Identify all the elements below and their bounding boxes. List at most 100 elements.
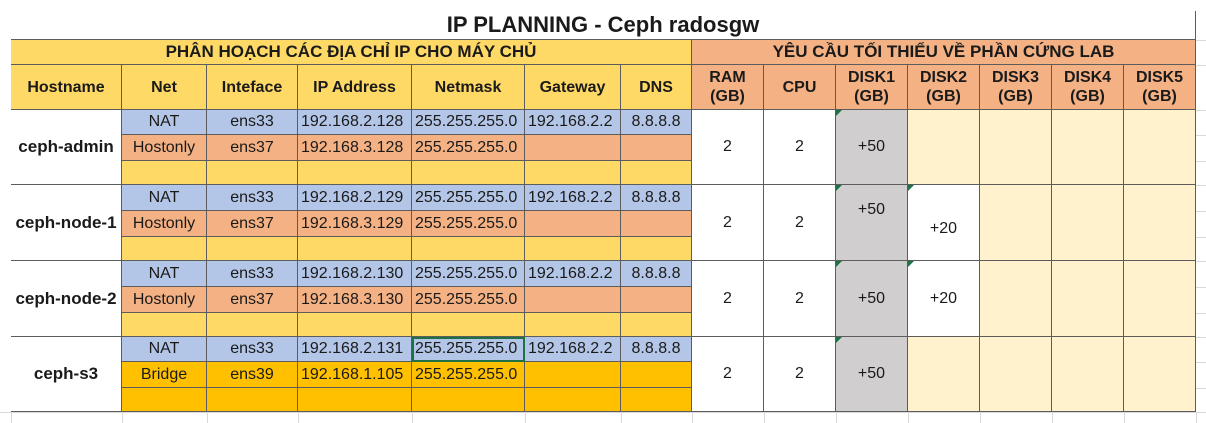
hostname-cell[interactable]: ceph-node-2: [11, 261, 122, 337]
hostname-cell[interactable]: ceph-admin: [11, 110, 122, 185]
disk4-cell[interactable]: [1052, 110, 1124, 185]
dns-cell[interactable]: [621, 211, 692, 237]
gateway-cell[interactable]: [525, 211, 621, 237]
ip-address-cell[interactable]: 192.168.3.128: [298, 135, 412, 161]
header-gateway[interactable]: Gateway: [525, 65, 621, 110]
spacer-cell[interactable]: [621, 388, 692, 412]
spacer-cell[interactable]: [122, 237, 207, 261]
netmask-cell[interactable]: 255.255.255.0: [412, 185, 525, 211]
header-disk2[interactable]: DISK2(GB): [908, 65, 980, 110]
spacer-cell[interactable]: [122, 161, 207, 185]
interface-cell[interactable]: ens33: [207, 337, 298, 362]
spacer-cell[interactable]: [298, 237, 412, 261]
spacer-cell[interactable]: [412, 161, 525, 185]
disk5-cell[interactable]: [1124, 110, 1196, 185]
spacer-cell[interactable]: [298, 161, 412, 185]
disk4-cell[interactable]: [1052, 185, 1124, 261]
ip-address-cell[interactable]: 192.168.3.129: [298, 211, 412, 237]
netmask-cell[interactable]: 255.255.255.0: [412, 135, 525, 161]
spacer-cell[interactable]: [122, 313, 207, 337]
gateway-cell[interactable]: [525, 362, 621, 388]
dns-cell[interactable]: [621, 287, 692, 313]
disk5-cell[interactable]: [1124, 261, 1196, 337]
spacer-cell[interactable]: [207, 237, 298, 261]
gateway-cell[interactable]: 192.168.2.2: [525, 261, 621, 287]
dns-cell[interactable]: 8.8.8.8: [621, 110, 692, 135]
netmask-cell[interactable]: 255.255.255.0: [412, 110, 525, 135]
spacer-cell[interactable]: [525, 388, 621, 412]
hostname-cell[interactable]: ceph-node-1: [11, 185, 122, 261]
cpu-cell[interactable]: 2: [764, 185, 836, 261]
header-ip-address[interactable]: IP Address: [298, 65, 412, 110]
dns-cell[interactable]: 8.8.8.8: [621, 185, 692, 211]
disk2-cell[interactable]: [908, 110, 980, 185]
net-cell[interactable]: Hostonly: [122, 135, 207, 161]
disk5-cell[interactable]: [1124, 185, 1196, 261]
disk1-cell[interactable]: +50: [836, 261, 908, 337]
disk3-cell[interactable]: [980, 185, 1052, 261]
disk3-cell[interactable]: [980, 337, 1052, 412]
disk2-cell[interactable]: [908, 337, 980, 412]
net-cell[interactable]: Hostonly: [122, 287, 207, 313]
spacer-cell[interactable]: [621, 237, 692, 261]
gateway-cell[interactable]: 192.168.2.2: [525, 337, 621, 362]
net-cell[interactable]: NAT: [122, 185, 207, 211]
ip-address-cell[interactable]: 192.168.2.131: [298, 337, 412, 362]
header-cpu[interactable]: CPU: [764, 65, 836, 110]
dns-cell[interactable]: 8.8.8.8: [621, 261, 692, 287]
ip-section-title[interactable]: PHÂN HOẠCH CÁC ĐỊA CHỈ IP CHO MÁY CHỦ: [11, 40, 692, 65]
spacer-cell[interactable]: [621, 161, 692, 185]
spacer-cell[interactable]: [122, 388, 207, 412]
dns-cell[interactable]: 8.8.8.8: [621, 337, 692, 362]
ram-cell[interactable]: 2: [692, 261, 764, 337]
interface-cell[interactable]: ens33: [207, 185, 298, 211]
disk4-cell[interactable]: [1052, 337, 1124, 412]
gateway-cell[interactable]: [525, 135, 621, 161]
gateway-cell[interactable]: 192.168.2.2: [525, 185, 621, 211]
header-ram[interactable]: RAM(GB): [692, 65, 764, 110]
header-interface[interactable]: Inteface: [207, 65, 298, 110]
spacer-cell[interactable]: [621, 313, 692, 337]
disk1-cell[interactable]: +50: [836, 110, 908, 185]
disk2-cell[interactable]: +20: [908, 185, 980, 261]
ip-address-cell[interactable]: 192.168.2.130: [298, 261, 412, 287]
ram-cell[interactable]: 2: [692, 337, 764, 412]
ip-address-cell[interactable]: 192.168.1.105: [298, 362, 412, 388]
header-netmask[interactable]: Netmask: [412, 65, 525, 110]
cpu-cell[interactable]: 2: [764, 261, 836, 337]
netmask-cell[interactable]: 255.255.255.0: [412, 362, 525, 388]
spacer-cell[interactable]: [412, 388, 525, 412]
spacer-cell[interactable]: [298, 388, 412, 412]
net-cell[interactable]: Bridge: [122, 362, 207, 388]
dns-cell[interactable]: [621, 362, 692, 388]
ip-address-cell[interactable]: 192.168.2.128: [298, 110, 412, 135]
disk5-cell[interactable]: [1124, 337, 1196, 412]
interface-cell[interactable]: ens39: [207, 362, 298, 388]
ip-address-cell[interactable]: 192.168.2.129: [298, 185, 412, 211]
spacer-cell[interactable]: [412, 313, 525, 337]
disk4-cell[interactable]: [1052, 261, 1124, 337]
ip-address-cell[interactable]: 192.168.3.130: [298, 287, 412, 313]
cpu-cell[interactable]: 2: [764, 110, 836, 185]
disk3-cell[interactable]: [980, 110, 1052, 185]
header-disk1[interactable]: DISK1(GB): [836, 65, 908, 110]
net-cell[interactable]: NAT: [122, 261, 207, 287]
netmask-cell[interactable]: 255.255.255.0: [412, 287, 525, 313]
spacer-cell[interactable]: [525, 237, 621, 261]
header-net[interactable]: Net: [122, 65, 207, 110]
sheet-title[interactable]: IP PLANNING - Ceph radosgw: [11, 11, 1196, 40]
netmask-cell[interactable]: 255.255.255.0: [412, 337, 525, 362]
spacer-cell[interactable]: [525, 161, 621, 185]
disk1-cell[interactable]: +50: [836, 185, 908, 261]
interface-cell[interactable]: ens33: [207, 110, 298, 135]
spacer-cell[interactable]: [207, 388, 298, 412]
gateway-cell[interactable]: [525, 287, 621, 313]
ram-cell[interactable]: 2: [692, 110, 764, 185]
header-dns[interactable]: DNS: [621, 65, 692, 110]
net-cell[interactable]: Hostonly: [122, 211, 207, 237]
header-disk4[interactable]: DISK4(GB): [1052, 65, 1124, 110]
disk1-cell[interactable]: +50: [836, 337, 908, 412]
spacer-cell[interactable]: [207, 161, 298, 185]
spacer-cell[interactable]: [298, 313, 412, 337]
hw-section-title[interactable]: YÊU CẦU TỐI THIỂU VỀ PHẦN CỨNG LAB: [692, 40, 1196, 65]
